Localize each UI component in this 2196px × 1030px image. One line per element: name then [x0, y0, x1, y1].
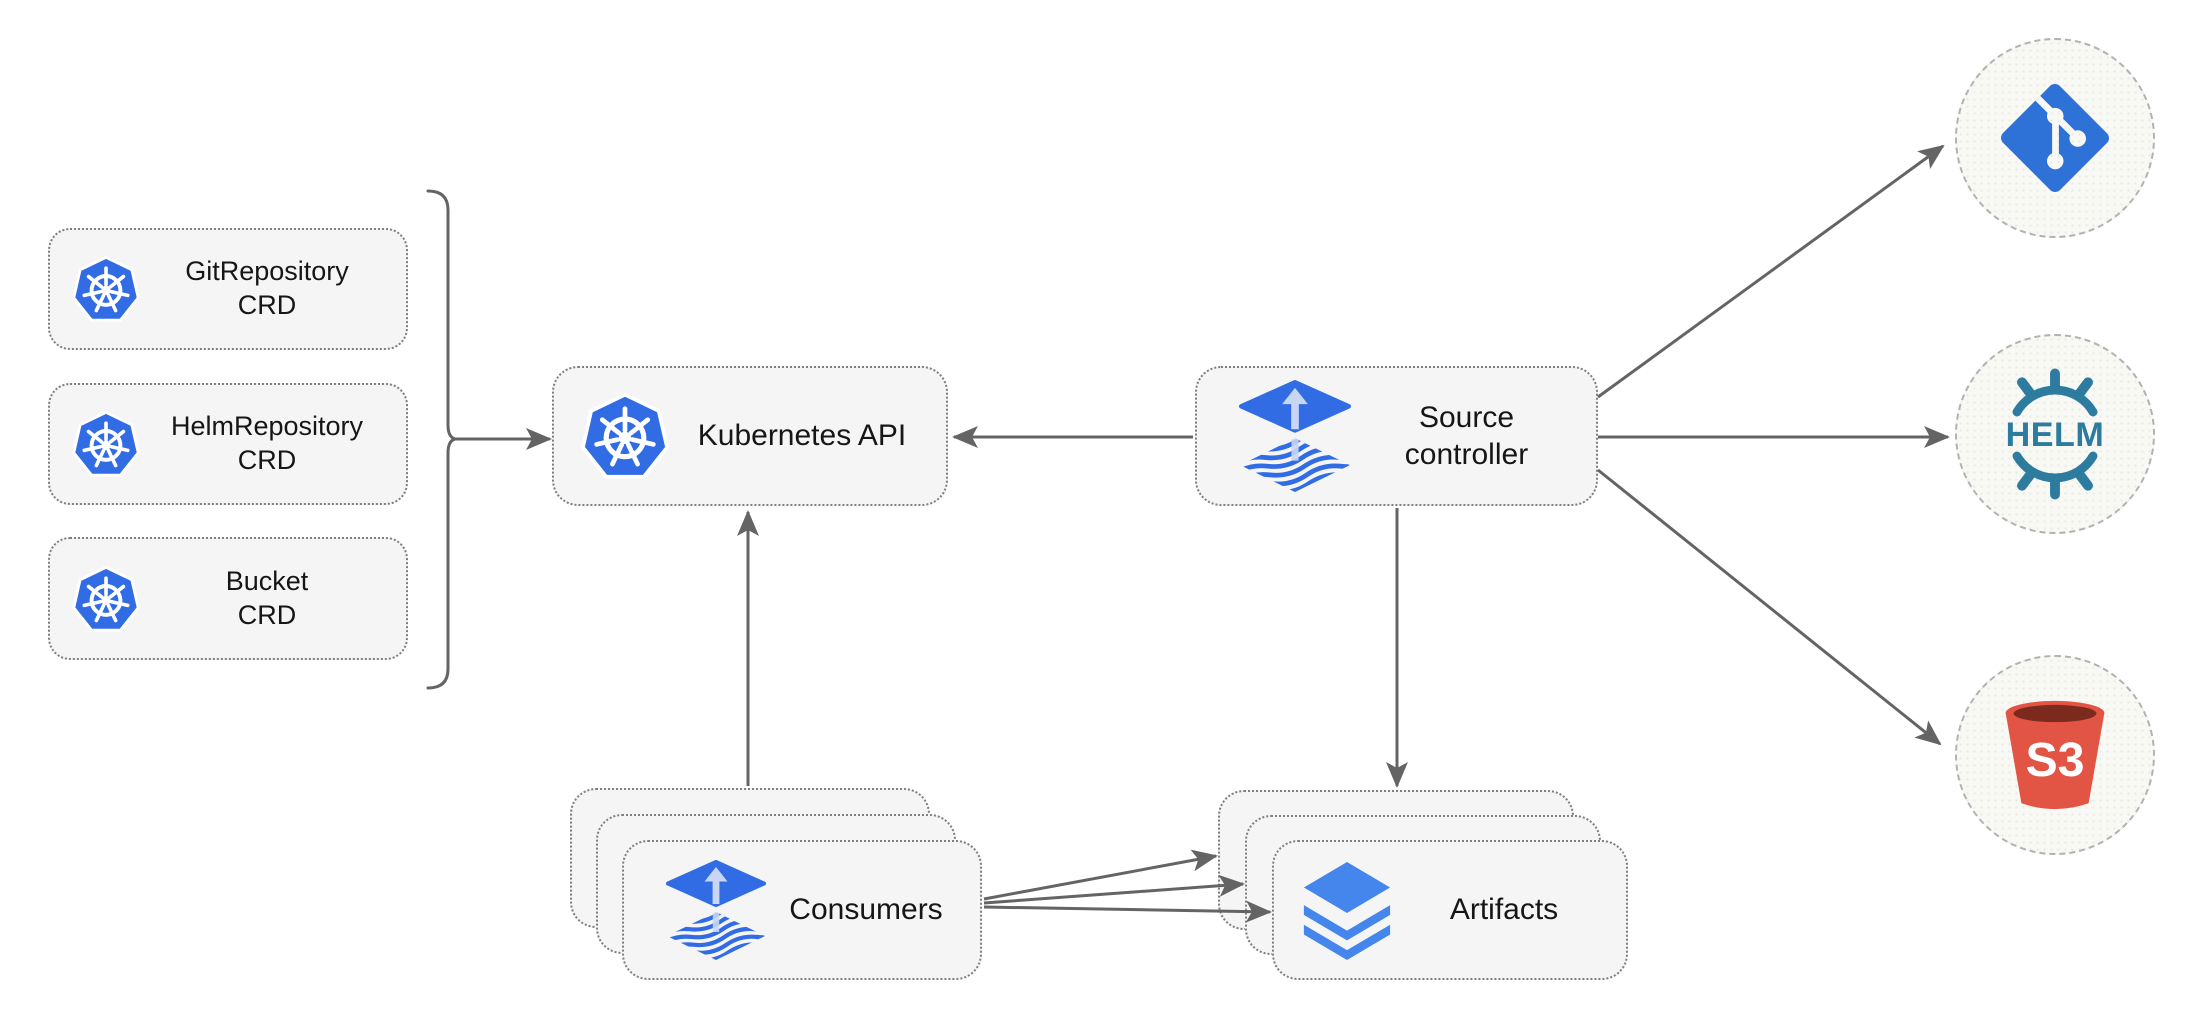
kubernetes-icon — [578, 389, 672, 483]
helm-logo-text: HELM — [2006, 416, 2105, 454]
helm-endpoint: HELM — [1955, 334, 2155, 534]
node-label: HelmRepository CRD — [170, 411, 364, 475]
s3-logo-text: S3 — [2025, 733, 2084, 787]
flux-icon — [1239, 380, 1351, 492]
node-label: Consumers — [789, 893, 943, 927]
node-gitrepository-crd: GitRepository CRD — [48, 228, 408, 350]
flux-icon — [666, 860, 766, 960]
edge-source-to-s3 — [1597, 468, 1942, 746]
node-artifacts: Artifacts — [1272, 840, 1628, 980]
node-helmrepository-crd: HelmRepository CRD — [48, 383, 408, 505]
node-source-controller: Source controller — [1195, 366, 1598, 506]
node-label: Bucket CRD — [225, 565, 309, 630]
node-kubernetes-api: Kubernetes API — [552, 366, 948, 506]
edge-source-to-git — [1597, 144, 1945, 399]
node-label: Source controller — [1404, 400, 1529, 472]
helm-icon: HELM — [2006, 368, 2105, 500]
kubernetes-icon — [70, 563, 142, 635]
s3-bucket-icon: S3 — [2005, 700, 2105, 810]
s3-endpoint: S3 — [1955, 655, 2155, 855]
edge-consumers-to-artifacts-2 — [983, 874, 1245, 905]
crd-group-bracket — [426, 189, 461, 690]
node-consumers: Consumers — [622, 840, 982, 980]
git-endpoint — [1955, 38, 2155, 238]
layers-icon — [1298, 860, 1396, 960]
kubernetes-icon — [70, 253, 142, 325]
node-label: GitRepository CRD — [185, 256, 349, 320]
git-icon — [2001, 84, 2109, 192]
node-label: Kubernetes API — [697, 419, 907, 453]
node-bucket-crd: Bucket CRD — [48, 537, 408, 660]
node-label: Artifacts — [1449, 893, 1559, 927]
edge-consumers-to-artifacts-1 — [983, 849, 1218, 901]
kubernetes-icon — [70, 408, 142, 480]
